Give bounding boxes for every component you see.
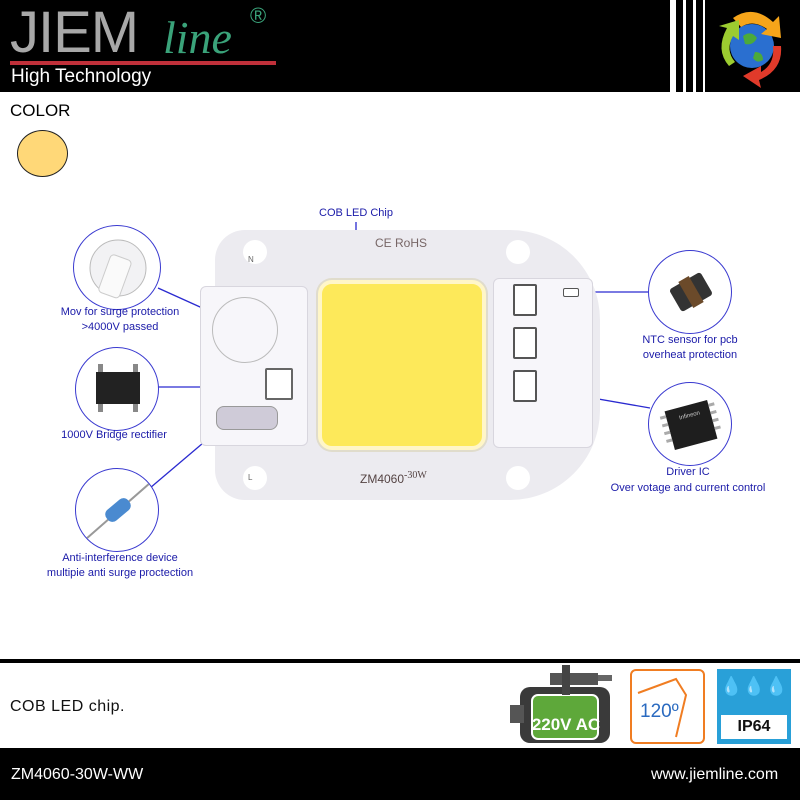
- ntc-label-1: NTC sensor for pcb: [642, 334, 738, 346]
- bridge-rectifier: [265, 368, 293, 400]
- ntc-label-2: overheat protection: [642, 349, 738, 361]
- footer-bar: [0, 748, 800, 800]
- board-power: -30W: [404, 470, 427, 481]
- website-link[interactable]: www.jiemline.com: [651, 766, 779, 783]
- resistor-icon: [85, 482, 151, 540]
- ntc-detail-circle: [648, 250, 732, 334]
- recycle-globe-logo: [705, 0, 800, 92]
- water-drops-icon: 💧💧💧: [720, 676, 788, 696]
- header-stripe: [696, 0, 703, 92]
- plug-icon: [510, 665, 612, 743]
- color-swatch: [17, 130, 68, 177]
- mov-label-1: Mov for surge protection: [60, 306, 180, 318]
- driver-ic-chip: [513, 370, 537, 402]
- recycle-globe-icon: [719, 11, 782, 88]
- right-component-pad: [493, 278, 593, 448]
- smd-component: [513, 327, 537, 359]
- brand-logo-script: line: [163, 12, 232, 63]
- board-marking-ce-rohs: CE RoHS: [375, 236, 428, 250]
- bridge-rectifier-icon: [96, 364, 140, 412]
- board-model-text: ZM4060: [360, 472, 405, 486]
- bridge-label: 1000V Bridge rectifier: [61, 429, 167, 441]
- board-model: ZM4060-30W: [360, 470, 427, 486]
- cob-label: COB LED Chip: [319, 207, 393, 219]
- mount-hole: [243, 240, 267, 264]
- ntc-sensor: [563, 288, 579, 297]
- driver-ic-icon: [659, 399, 721, 451]
- brand-logo: JIEM: [10, 0, 139, 65]
- product-sku: ZM4060-30W-WW: [11, 766, 144, 783]
- beam-angle-label: 120º: [640, 701, 679, 722]
- resistor: [216, 406, 278, 430]
- product-description: COB LED chip.: [10, 698, 125, 715]
- beam-angle-badge: 120º: [630, 669, 705, 744]
- anti-label-1: Anti-interference device: [62, 552, 178, 564]
- color-label: COLOR: [10, 101, 71, 120]
- resistor-detail-circle: [75, 468, 159, 552]
- driver-label-1: Driver IC: [666, 466, 710, 478]
- voltage-label: 220V AC: [531, 715, 601, 734]
- header-bar: [0, 0, 670, 92]
- ntc-sensor-icon: [670, 272, 712, 312]
- driver-ic-detail-circle: Infineon: [648, 382, 732, 466]
- anti-label-2: multipie anti surge proctection: [46, 567, 194, 579]
- pin-l-label: L: [248, 473, 253, 482]
- mount-hole: [243, 466, 267, 490]
- pin-n-label: N: [248, 255, 254, 264]
- bridge-detail-circle: [75, 347, 159, 431]
- header-stripe: [686, 0, 693, 92]
- cob-led-emitter: [318, 280, 486, 450]
- mov-detail-circle: [73, 225, 161, 310]
- mount-hole: [506, 466, 530, 490]
- brand-underline: [10, 61, 276, 65]
- varistor-icon: [89, 239, 147, 299]
- tagline: High Technology: [11, 66, 152, 87]
- beam-angle-icon: [637, 677, 688, 738]
- mov-varistor: [212, 297, 278, 363]
- header-stripe: [676, 0, 683, 92]
- footer-divider: [0, 659, 800, 663]
- smd-component: [513, 284, 537, 316]
- registered-mark: ®: [250, 3, 267, 28]
- mov-label-2: >4000V passed: [81, 321, 159, 333]
- mount-hole: [506, 240, 530, 264]
- ip-rating-label: IP64: [721, 715, 787, 739]
- driver-label-2: Over votage and current control: [610, 482, 766, 494]
- ip-rating-badge: 💧💧💧 IP64: [717, 669, 791, 744]
- voltage-badge: 220V AC: [510, 665, 615, 745]
